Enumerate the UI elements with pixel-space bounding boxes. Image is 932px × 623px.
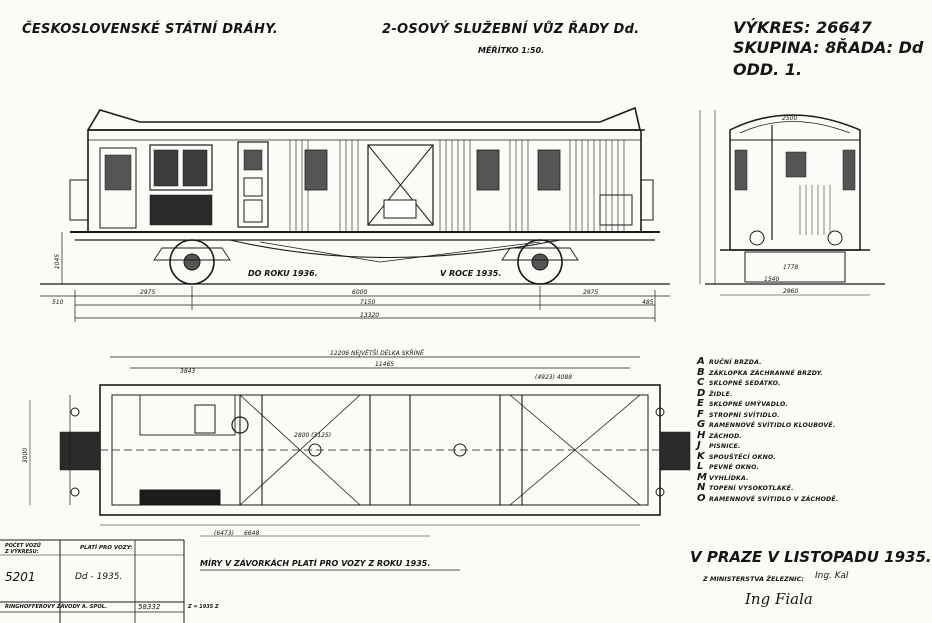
legend-item: B ZÁKLOPKA ZÁCHRANNÉ BRZDY.: [697, 367, 897, 378]
legend-text: PISNICE.: [709, 443, 741, 450]
place-date: V PRAZE V LISTOPADU 1935.: [690, 548, 932, 566]
scale-label: MĚŘÍTKO 1:50.: [478, 46, 545, 55]
note-in-1935: V ROCE 1935.: [440, 269, 502, 278]
dim-end-mid: 1778: [783, 264, 799, 271]
legend-text: ŽIDLE.: [709, 390, 733, 398]
tb-header-valid: PLATÍ PRO VOZY:: [80, 545, 133, 551]
legend-key: L: [697, 461, 704, 472]
signature: Ing Fiala: [745, 590, 813, 608]
series-label: ŘADA: Dd: [836, 38, 924, 57]
legend-text: SPOUŠTĚCÍ OKNO.: [709, 453, 776, 461]
signature-mark: Ing. Kal: [815, 571, 849, 581]
tb-maker: RINGHOFFEROVY ZÁVODY A. SPOL.: [5, 604, 108, 610]
drawing-title: 2-OSOVÝ SLUŽEBNÍ VŮZ ŘADY Dd.: [382, 22, 640, 37]
drawing-number: VÝKRES: 26647: [733, 18, 872, 37]
legend-text: SKLOPNÉ SEDÁTKO.: [709, 380, 781, 387]
end-view: [699, 110, 885, 296]
legend-text: PEVNÉ OKNO.: [709, 464, 760, 471]
legend-key: J: [697, 440, 701, 451]
legend-text: VYHLÍDKA.: [709, 474, 749, 482]
legend-key: D: [697, 387, 706, 399]
legend-key: C: [697, 377, 705, 388]
legend-key: E: [697, 398, 704, 409]
legend-text: RAMENNOVÉ SVÍTIDLO V ZÁCHODĚ.: [709, 495, 839, 503]
note-until-1936: DO ROKU 1936.: [248, 269, 318, 278]
legend-key: M: [697, 471, 707, 483]
dim-plan-middle: 2800 (3125): [294, 432, 332, 439]
dim-end-base: 2960: [783, 288, 799, 295]
dim-end-low: 1540: [764, 276, 780, 283]
dim-overhang-left: 2975: [140, 289, 156, 296]
legend-text: TOPENÍ VYSOKOTLAKÉ.: [709, 485, 794, 492]
legend-text: ZÁCHOD.: [709, 432, 742, 440]
dim-wheelbase: 7150: [360, 299, 376, 306]
dim-right-end: 485: [642, 299, 654, 306]
footer-note: MÍRY V ZÁVORKÁCH PLATÍ PRO VOZY Z ROKU 1…: [200, 559, 431, 568]
dim-overhang-right: 2975: [583, 289, 599, 296]
group-label: SKUPINA: 8: [733, 38, 837, 57]
legend-key: B: [697, 366, 705, 378]
dim-body-length: 12206 NEJVĚTŠÍ DÉLKA SKŘÍNĚ: [330, 350, 424, 357]
ministry-label: Z MINISTERSTVA ŽELEZNIC:: [703, 575, 804, 583]
legend-text: STROPNÍ SVÍTIDLO.: [709, 411, 780, 419]
dim-total-length: 13320: [360, 312, 380, 319]
tb-header-drawing: Z VÝKRESU:: [5, 549, 39, 555]
dim-frame: 11465: [375, 361, 395, 368]
legend-item: L PEVNÉ OKNO.: [697, 461, 897, 472]
tb-header-count: POČET VOZŮ: [5, 543, 41, 549]
dim-plan-side: 3000: [22, 447, 30, 464]
legend-key: H: [697, 429, 706, 441]
railway-name: ČESKOSLOVENSKÉ STÁTNÍ DRÁHY.: [22, 22, 279, 37]
dim-end-top: 2500: [782, 115, 798, 122]
legend-text: SKLOPNÉ UMÝVADLO.: [709, 401, 788, 408]
legend-key: A: [697, 356, 705, 367]
side-view: [40, 106, 670, 322]
legend-item: C SKLOPNÉ SEDÁTKO.: [697, 377, 897, 388]
dim-height: 1045: [54, 253, 62, 270]
legend-key: G: [697, 419, 706, 430]
dim-middle: 6000: [352, 289, 368, 296]
dim-plan-left: 3843: [180, 368, 196, 375]
legend-item: J PISNICE.: [697, 440, 897, 451]
legend-item: F STROPNÍ SVÍTIDLO.: [697, 409, 897, 420]
dim-plan-bottom: 6648: [244, 530, 260, 537]
legend-item: K SPOUŠTĚCÍ OKNO.: [697, 451, 897, 462]
tb-count: 5201: [5, 570, 36, 584]
legend-key: F: [697, 408, 704, 420]
legend-text: RUČNÍ BRZDA.: [709, 359, 762, 366]
legend-item: A RUČNÍ BRZDA.: [697, 356, 897, 367]
dim-left-end: 510: [52, 299, 64, 306]
tb-maker-number: 58332: [138, 603, 161, 611]
legend-key: N: [697, 482, 706, 493]
legend-text: RAMENNOVÉ SVÍTIDLO KLOUBOVÉ.: [709, 422, 836, 429]
technical-drawing: [0, 106, 885, 623]
department-label: ODD. 1.: [733, 60, 803, 79]
plan-view: [29, 356, 691, 537]
tb-valid-for: Dd - 1935.: [75, 572, 123, 582]
legend-item: E SKLOPNÉ UMÝVADLO.: [697, 398, 897, 409]
dim-plan-right: (4923) 4088: [535, 374, 573, 381]
dim-plan-bottom-paren: (6473): [214, 530, 234, 537]
tb-note: Z = 1935 Z: [188, 604, 219, 610]
legend-key: O: [697, 492, 706, 504]
legend-text: ZÁKLOPKA ZÁCHRANNÉ BRZDY.: [709, 369, 823, 377]
legend-key: K: [697, 450, 705, 462]
